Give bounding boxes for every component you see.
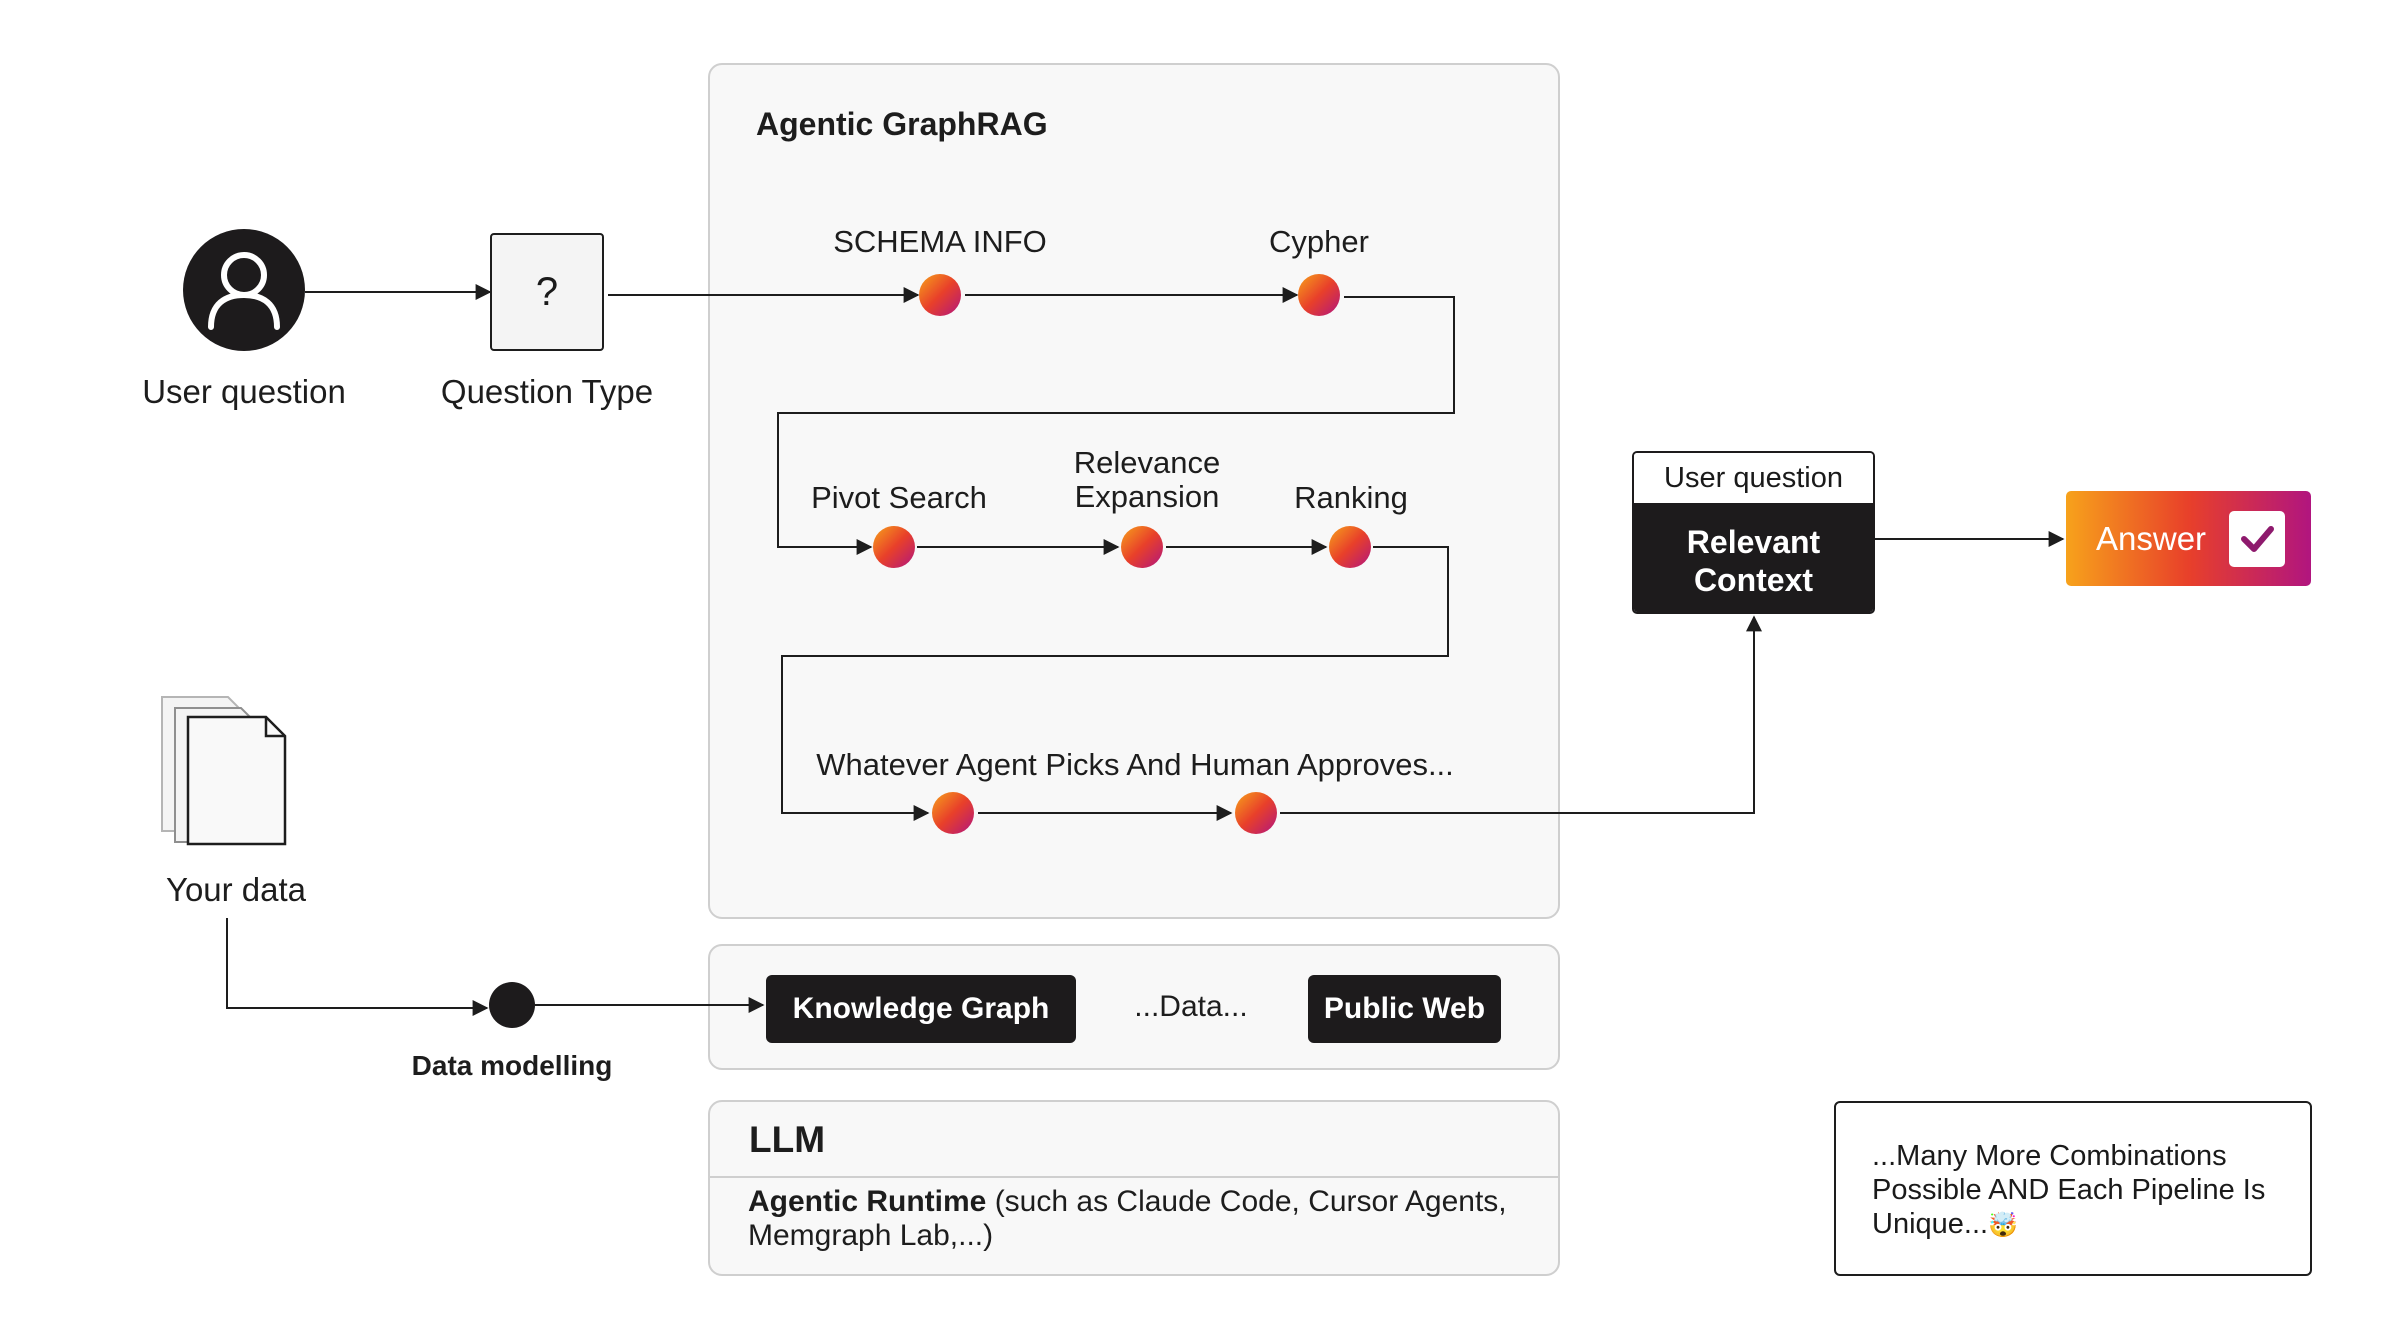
- relevance-expansion-line1: Relevance: [1073, 445, 1221, 480]
- mind-blown-emoji: 🤯: [1988, 1212, 2018, 1239]
- public-web-box: Public Web: [1308, 975, 1501, 1043]
- node-ranking: [1329, 526, 1371, 568]
- context-body: Relevant Context: [1634, 505, 1873, 612]
- node-relevance-expansion: [1121, 526, 1163, 568]
- ranking-label: Ranking: [1294, 480, 1408, 515]
- note-line1: ...Many More Combinations: [1872, 1140, 2227, 1172]
- agentic-runtime-bold: Agentic Runtime: [748, 1185, 987, 1218]
- edge-yourdata-to-modelling: [226, 918, 489, 1016]
- your-data-label: Your data: [165, 871, 307, 908]
- whatever-label: Whatever Agent Picks And Human Approves.…: [816, 747, 1454, 782]
- node-whatever-1: [932, 792, 974, 834]
- agentic-runtime-line2: Memgraph Lab,...): [748, 1219, 994, 1252]
- node-pivot-search: [873, 526, 915, 568]
- data-middle-label: ...Data...: [1134, 990, 1248, 1023]
- agentic-runtime-rest: (such as Claude Code, Cursor Agents,: [986, 1185, 1507, 1218]
- edge-cypher-to-pivot: [777, 296, 1455, 555]
- relevance-expansion-label: Relevance Expansion: [1074, 446, 1220, 514]
- node-data-modelling: [489, 982, 535, 1028]
- user-icon: [183, 229, 305, 351]
- context-body-line2: Context: [1693, 562, 1814, 598]
- schema-info-label: SCHEMA INFO: [833, 224, 1047, 259]
- node-cypher: [1298, 274, 1340, 316]
- llm-title: LLM: [749, 1119, 826, 1160]
- agentic-graphrag-panel: [708, 63, 1560, 919]
- note-line3: Unique...: [1872, 1208, 1989, 1240]
- question-type-label: Question Type: [440, 373, 654, 410]
- question-type-box: ?: [490, 233, 604, 351]
- note-line3-wrap: Unique...🤯: [1872, 1207, 2310, 1243]
- knowledge-graph-box: Knowledge Graph: [766, 975, 1076, 1043]
- llm-panel-divider: [710, 1176, 1558, 1178]
- answer-badge: Answer: [2066, 491, 2311, 586]
- relevant-context-box: User question Relevant Context: [1632, 451, 1875, 614]
- documents-icon: [161, 696, 287, 846]
- answer-label: Answer: [2096, 519, 2207, 557]
- node-whatever-2: [1235, 792, 1277, 834]
- edge-ranking-to-whatever: [781, 546, 1449, 821]
- edge-whatever-to-context: [1280, 615, 1762, 814]
- llm-panel: [708, 1100, 1560, 1276]
- note-line2: Possible AND Each Pipeline Is: [1872, 1174, 2266, 1206]
- context-body-line1: Relevant: [1686, 524, 1821, 560]
- data-modelling-label: Data modelling: [411, 1050, 613, 1081]
- context-header: User question: [1634, 453, 1873, 505]
- pivot-search-label: Pivot Search: [811, 480, 987, 515]
- node-schema-info: [919, 274, 961, 316]
- agentic-graphrag-title: Agentic GraphRAG: [756, 106, 1048, 142]
- user-question-label: User question: [142, 373, 346, 410]
- relevance-expansion-line2: Expansion: [1074, 479, 1220, 514]
- cypher-label: Cypher: [1269, 224, 1369, 259]
- agentic-runtime-text: Agentic Runtime (such as Claude Code, Cu…: [748, 1185, 1507, 1253]
- checkmark-icon: [2229, 511, 2285, 567]
- note-box: ...Many More Combinations Possible AND E…: [1834, 1101, 2312, 1276]
- question-mark-symbol: ?: [535, 269, 559, 314]
